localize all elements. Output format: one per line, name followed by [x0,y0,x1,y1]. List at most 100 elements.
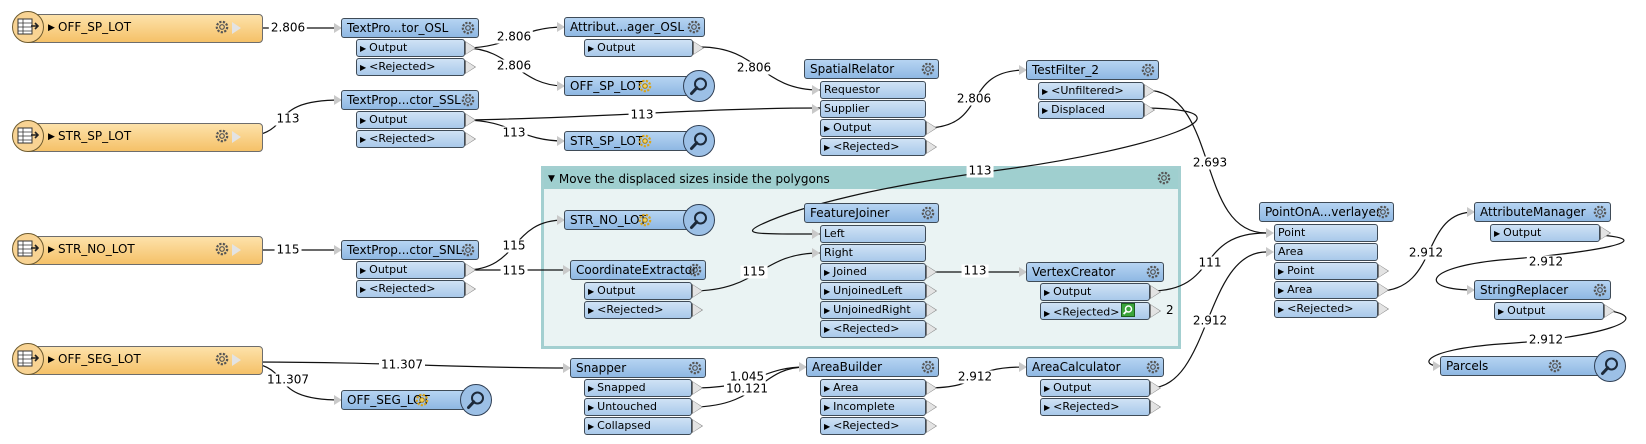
output-port-icon[interactable] [231,130,242,144]
gear-icon[interactable] [686,19,702,40]
port-joined[interactable]: ▶Joined [820,263,926,281]
input-port-icon[interactable] [812,104,820,114]
transformer-header[interactable]: Snapper [570,358,706,378]
expand-triangle-icon[interactable]: ▶ [1044,288,1051,297]
output-port-icon[interactable] [692,303,703,317]
port-rejected[interactable]: ▶<Rejected> [1040,398,1150,416]
output-port-icon[interactable] [465,282,476,296]
port-displaced[interactable]: ▶Displaced [1038,101,1144,119]
output-port-icon[interactable] [693,41,704,55]
writer-header[interactable]: OFF_SEG_LOT [341,390,471,410]
output-port-icon[interactable] [1378,302,1389,316]
port-supplier[interactable]: Supplier [820,100,926,118]
transformer-header[interactable]: FeatureJoiner [804,203,939,223]
port-output[interactable]: ▶Output [584,39,693,57]
output-port-icon[interactable] [231,243,242,257]
port-snapped[interactable]: ▶Snapped [584,379,692,397]
port-unfiltered[interactable]: ▶<Unfiltered> [1038,82,1144,100]
transformer-header[interactable]: AttributeManager [1474,202,1611,222]
expand-triangle-icon[interactable]: ▶ [360,266,367,275]
output-port-icon[interactable] [692,419,703,433]
transformer-header[interactable]: AreaBuilder [806,357,939,377]
sun-gear-icon[interactable] [414,392,430,413]
output-port-icon[interactable] [465,60,476,74]
bookmark-header[interactable]: ▼ Move the displaced sizes inside the po… [544,169,1178,189]
input-port-icon[interactable] [1266,247,1274,257]
output-port-icon[interactable] [1150,381,1161,395]
output-port-icon[interactable] [1150,400,1161,414]
input-port-icon[interactable] [812,229,820,239]
transformer-header[interactable]: VertexCreator [1026,262,1164,282]
port-rejected[interactable]: ▶<Rejected> [356,58,465,76]
port-unjoinedleft[interactable]: ▶UnjoinedLeft [820,282,926,300]
expand-triangle-icon[interactable]: ▶ [1044,403,1051,412]
port-output[interactable]: ▶Output [1494,302,1604,320]
expand-triangle-icon[interactable]: ▶ [588,287,595,296]
output-port-icon[interactable] [1604,304,1615,318]
expand-triangle-icon[interactable]: ▶ [1278,305,1285,314]
port-output[interactable]: ▶Output [1040,379,1150,397]
sun-gear-icon[interactable] [637,78,653,99]
gear-icon[interactable] [460,242,476,263]
port-left[interactable]: Left [820,225,926,243]
gear-icon[interactable] [1375,204,1391,225]
port-output[interactable]: ▶Output [820,119,926,137]
transformer-header[interactable]: Attribut...ager_OSL [564,17,705,37]
transformer-header[interactable]: CoordinateExtractor [570,260,706,280]
port-rejected[interactable]: ▶<Rejected> [820,320,926,338]
gear-icon[interactable] [920,359,936,380]
port-output[interactable]: ▶Output [356,111,465,129]
expand-triangle-icon[interactable]: ▶ [588,306,595,315]
output-port-icon[interactable] [926,121,937,135]
port-area[interactable]: ▶Area [820,379,926,397]
port-point-output[interactable]: ▶Point [1274,262,1378,280]
output-port-icon[interactable] [692,381,703,395]
port-untouched[interactable]: ▶Untouched [584,398,692,416]
transformer-header[interactable]: TextProp...ctor_SNL [341,240,479,260]
expand-triangle-icon[interactable]: ▶ [824,143,831,152]
output-port-icon[interactable] [1150,285,1161,299]
port-rejected[interactable]: ▶<Rejected> [820,138,926,156]
gear-icon[interactable] [460,92,476,113]
port-output[interactable]: ▶Output [1040,283,1150,301]
output-port-icon[interactable] [692,400,703,414]
writer-header[interactable]: Parcels [1440,356,1604,376]
port-rejected[interactable]: ▶<Rejected> [356,280,465,298]
gear-icon[interactable] [1145,359,1161,380]
writer-header[interactable]: STR_NO_LOT [564,210,694,230]
inspect-magnifier-icon[interactable] [683,70,715,102]
gear-icon[interactable] [214,241,230,261]
output-port-icon[interactable] [465,41,476,55]
expand-triangle-icon[interactable]: ▶ [1278,267,1285,276]
gear-icon[interactable] [1156,170,1172,189]
gear-icon[interactable] [920,61,936,82]
output-port-icon[interactable] [926,265,937,279]
expand-triangle-icon[interactable]: ▶ [48,23,55,33]
port-right[interactable]: Right [820,244,926,262]
port-output[interactable]: ▶Output [584,282,692,300]
expand-triangle-icon[interactable]: ▶ [1278,286,1285,295]
transformer-header[interactable]: PointOnA...verlayer [1259,202,1394,222]
transformer-header[interactable]: SpatialRelator [804,59,939,79]
expand-triangle-icon[interactable]: ▶ [824,268,831,277]
expand-triangle-icon[interactable]: ▶ [1498,307,1505,316]
transformer-header[interactable]: TextPro...tor_OSL [341,18,479,38]
expand-triangle-icon[interactable]: ▶ [824,384,831,393]
transformer-header[interactable]: TextProp...ctor_SSL [341,90,479,110]
inspect-magnifier-icon[interactable] [460,384,492,416]
output-port-icon[interactable] [231,21,242,35]
output-port-icon[interactable] [231,353,242,367]
output-port-icon[interactable] [926,322,937,336]
output-port-icon[interactable] [926,140,937,154]
transformer-header[interactable]: AreaCalculator [1026,357,1164,377]
port-requestor[interactable]: Requestor [820,81,926,99]
expand-triangle-icon[interactable]: ▶ [1042,106,1049,115]
gear-icon[interactable] [214,19,230,39]
gear-icon[interactable] [214,128,230,148]
gear-icon[interactable] [1140,62,1156,83]
output-port-icon[interactable] [926,419,937,433]
output-port-icon[interactable] [1378,264,1389,278]
expand-triangle-icon[interactable]: ▶ [1044,308,1051,318]
input-port-icon[interactable] [812,85,820,95]
expand-triangle-icon[interactable]: ▶ [48,245,55,255]
